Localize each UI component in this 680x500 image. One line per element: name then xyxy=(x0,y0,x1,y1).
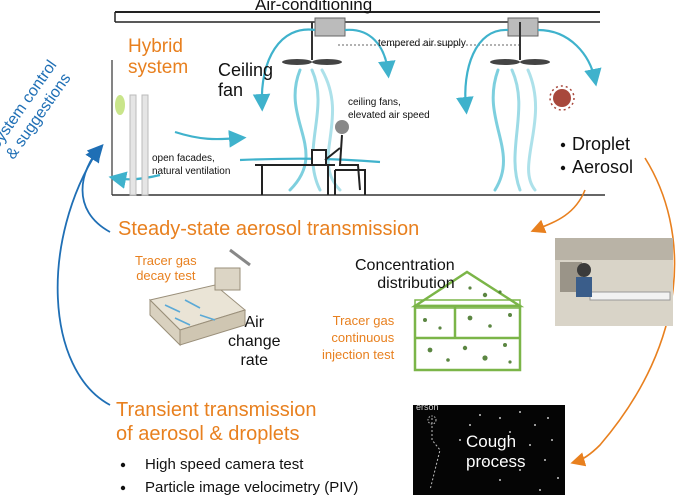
tracer-continuous-label: Tracer gas continuous injection test xyxy=(322,313,395,362)
orange-arrows xyxy=(530,157,676,467)
transient-title: Transient transmission of aerosol & drop… xyxy=(116,399,317,445)
building-model-icon xyxy=(149,248,251,347)
transient-bullet-2: Particle image velocimetry (PIV) xyxy=(145,479,359,496)
ceiling-fan-icon xyxy=(282,22,550,65)
lab-photo xyxy=(555,238,673,326)
cough-photo xyxy=(413,405,565,495)
desk-person-icon xyxy=(255,120,366,195)
ceiling-fans-note: ceiling fans, elevated air speed xyxy=(348,97,430,121)
hybrid-system-label: Hybrid system xyxy=(128,36,189,78)
droplet-bullet-icon xyxy=(560,142,566,148)
blue-arrows xyxy=(56,144,111,406)
cough-process-label: Cough process xyxy=(466,432,526,471)
transient-bullet-1: High speed camera test xyxy=(145,456,304,473)
aerosol-bullet-icon xyxy=(560,165,566,171)
open-facade-icon xyxy=(115,94,149,196)
steady-state-title: Steady-state aerosol transmission xyxy=(118,218,420,240)
airflow-curves xyxy=(288,68,538,192)
supply-arrows xyxy=(108,28,602,189)
tempered-air-label: tempered air supply xyxy=(378,38,466,49)
ac-label: Air-conditioning xyxy=(255,0,373,14)
open-facades-note: open facades, natural ventilation xyxy=(152,153,231,177)
transient-bullet-icon xyxy=(120,462,126,468)
droplet-label: Droplet xyxy=(572,134,631,154)
virus-icon xyxy=(549,85,575,111)
aerosol-label: Aerosol xyxy=(572,157,634,177)
concentration-label: Concentration distribution xyxy=(355,257,455,292)
supply-duct-icon xyxy=(314,17,539,46)
ceiling-fan-label: Ceiling fan xyxy=(218,60,274,100)
photo-corner-text: erson xyxy=(416,402,439,412)
tracer-decay-label: Tracer gas decay test xyxy=(135,253,197,283)
transient-bullet-icon xyxy=(120,485,126,491)
air-change-rate-label: Air change rate xyxy=(228,314,281,369)
concentration-house-icon xyxy=(410,270,525,372)
